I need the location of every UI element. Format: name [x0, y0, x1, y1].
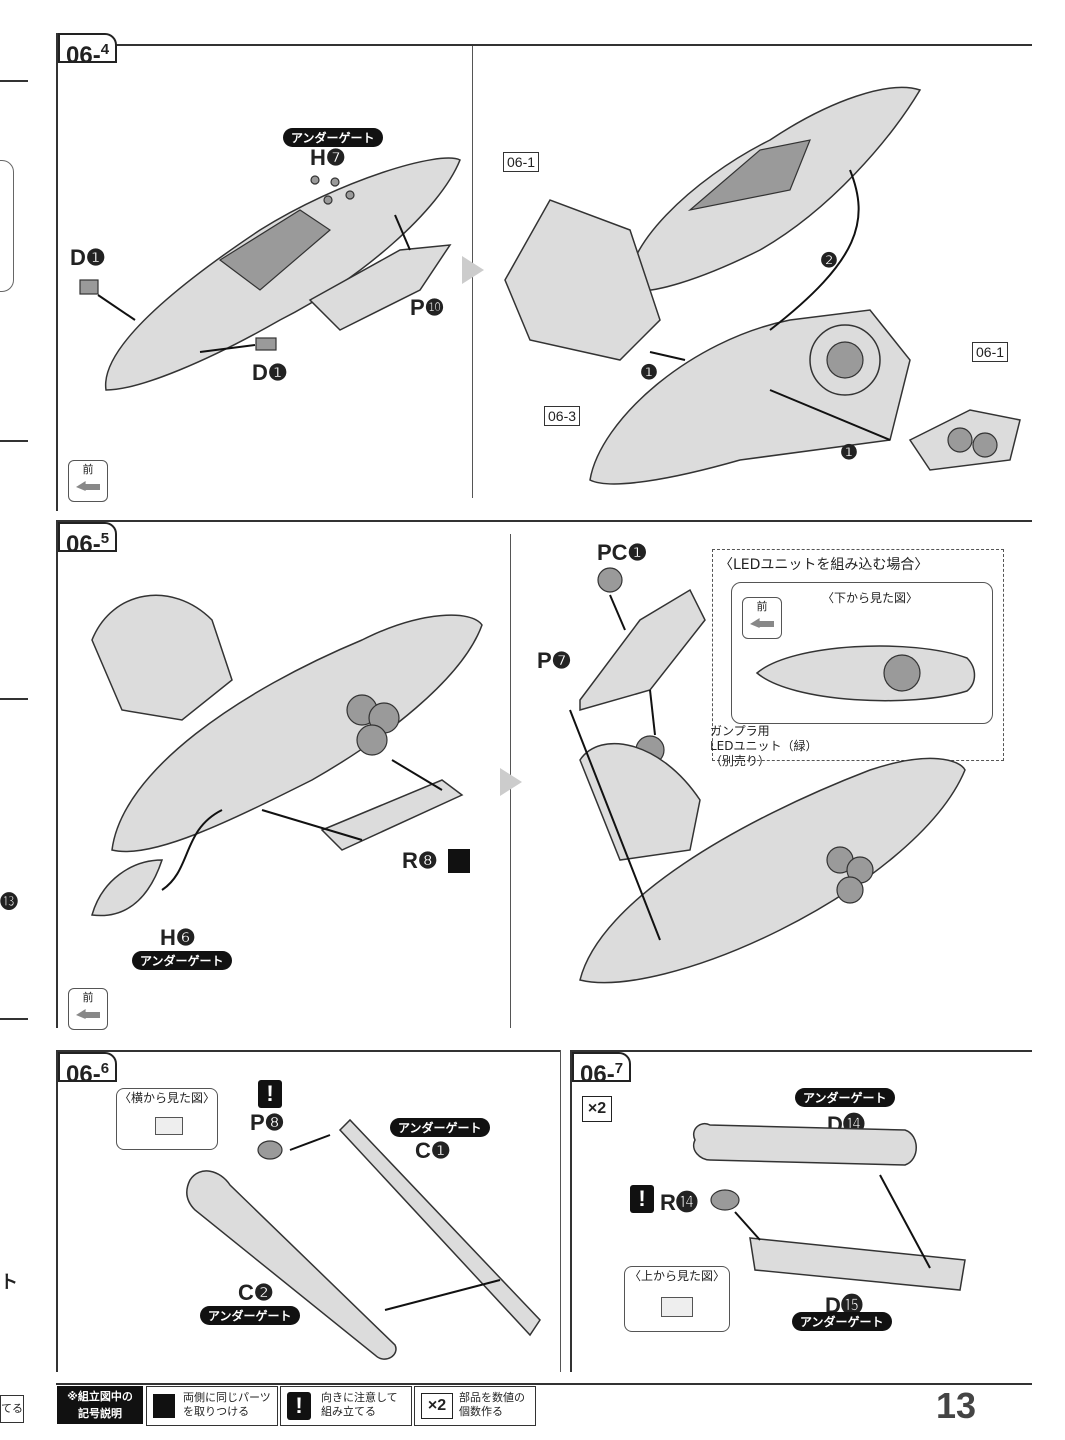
- legend-title: ※組立図中の記号説明: [57, 1386, 143, 1424]
- part-label-c1: C❶: [415, 1138, 451, 1163]
- legend-orientation: ! 向きに注意して組み立てる: [280, 1386, 412, 1426]
- section-tag-06-4: 06-4: [58, 33, 118, 69]
- part-label-d1: D❶: [252, 360, 288, 385]
- edge-fragment-num: ⓭: [0, 892, 18, 913]
- edge-fragment-te: てる: [0, 1395, 24, 1423]
- section-rule: [56, 520, 1032, 522]
- illustration-06-4-left: [79, 157, 461, 391]
- under-gate-badge: アンダーゲート: [795, 1088, 895, 1107]
- footer-rule: [56, 1383, 1032, 1385]
- section-rule: [570, 1050, 1032, 1052]
- quantity-x2-icon: ×2: [582, 1096, 612, 1122]
- caution-icon: !: [258, 1080, 282, 1108]
- section-rule: [570, 1050, 572, 1372]
- caution-icon: !: [630, 1185, 654, 1213]
- part-label-c2: C❷: [238, 1280, 274, 1305]
- under-gate-badge: アンダーゲート: [132, 951, 232, 970]
- flow-arrow-icon: [462, 256, 484, 284]
- page-number: 13: [936, 1385, 977, 1426]
- top-view-bubble: 〈上から見た図〉: [624, 1266, 730, 1332]
- edge-fragment-shape: [0, 160, 14, 292]
- part-label-pc1: PC❶: [597, 540, 648, 565]
- part-label-h6: H❻: [160, 925, 196, 950]
- illustration-06-6: [185, 1118, 541, 1360]
- edge-rule: [0, 698, 28, 700]
- section-ref-06-1: 06-1: [503, 152, 540, 172]
- front-direction-icon: 前: [68, 988, 108, 1030]
- legend-quantity: ×2 部品を数値の個数作る: [414, 1386, 536, 1426]
- section-rule: [56, 44, 1032, 46]
- led-unit-box: 〈LEDユニットを組み込む場合〉 〈下から見た図〉 前: [712, 549, 1004, 761]
- side-view-part-icon: [155, 1117, 183, 1135]
- part-label-d1: D❶: [70, 245, 106, 270]
- section-tag-06-7: 06-7: [572, 1052, 632, 1088]
- part-label-p7: P❼: [537, 648, 572, 673]
- side-view-bubble: 〈横から見た図〉: [116, 1088, 218, 1150]
- under-gate-badge: アンダーゲート: [792, 1312, 892, 1331]
- front-direction-icon: 前: [68, 460, 108, 502]
- part-label-r8: R❽: [402, 848, 438, 873]
- part-label-r14: R⓮: [660, 1190, 698, 1215]
- under-gate-badge: アンダーゲート: [283, 128, 383, 147]
- illustration-06-5-right: [569, 567, 966, 984]
- legend-both-sides: 両側に同じパーツを取りつける: [146, 1386, 278, 1426]
- section-tag-06-5: 06-5: [58, 522, 118, 558]
- section-rule: [56, 520, 58, 1028]
- top-view-part-icon: [661, 1297, 693, 1317]
- illustration-06-7: [693, 1123, 966, 1291]
- bottom-view-drawing: [755, 645, 976, 702]
- step-marker-1: ❶: [640, 362, 658, 384]
- part-label-p8: P❽: [250, 1110, 285, 1135]
- front-direction-icon: 前: [742, 597, 782, 639]
- step-marker-2: ❷: [820, 250, 838, 272]
- led-unit-caption: ガンプラ用 LEDユニット（緑） （別売り）: [710, 724, 818, 768]
- illustration-06-5-left: [91, 594, 483, 917]
- section-rule: [56, 1050, 58, 1372]
- edge-rule: [0, 440, 28, 442]
- edge-fragment-text: ト: [0, 1272, 18, 1293]
- edge-rule: [0, 1018, 28, 1020]
- under-gate-badge: アンダーゲート: [200, 1306, 300, 1325]
- quantity-x2-icon: ×2: [421, 1393, 453, 1419]
- both-sides-icon: [153, 1394, 175, 1418]
- bottom-view-label: 〈下から見た図〉: [822, 591, 919, 605]
- section-rule: [56, 1050, 561, 1052]
- section-ref-06-1: 06-1: [972, 342, 1009, 362]
- bottom-view-panel: 〈下から見た図〉 前: [731, 582, 993, 724]
- caution-icon: !: [287, 1392, 311, 1420]
- step-marker-1: ❶: [840, 442, 858, 464]
- both-sides-icon: [448, 849, 470, 873]
- edge-rule: [0, 80, 28, 82]
- led-box-title: 〈LEDユニットを組み込む場合〉: [719, 557, 929, 573]
- part-label-p10: P❿: [410, 295, 445, 320]
- flow-arrow-icon: [500, 768, 522, 796]
- part-label-h7: H❼: [310, 145, 346, 170]
- illustration-06-4-right: [504, 86, 1021, 485]
- section-ref-06-3: 06-3: [544, 406, 581, 426]
- section-rule: [56, 33, 58, 511]
- divider: [560, 1050, 561, 1372]
- section-tag-06-6: 06-6: [58, 1052, 118, 1088]
- under-gate-badge: アンダーゲート: [390, 1118, 490, 1137]
